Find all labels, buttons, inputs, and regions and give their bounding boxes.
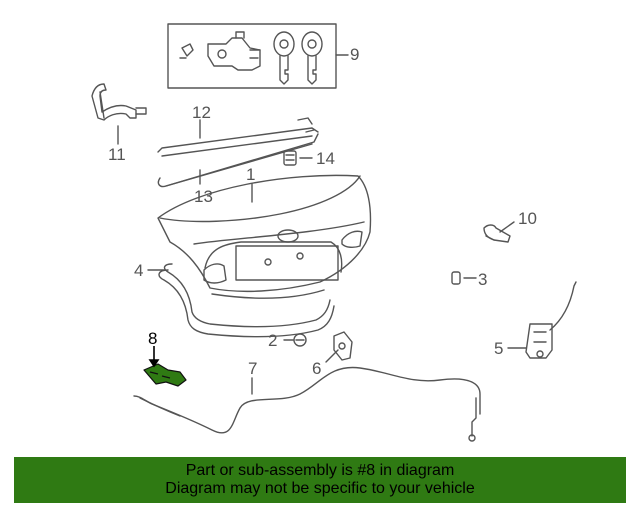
- callout-13: 13: [194, 187, 213, 206]
- callout-5: 5: [494, 339, 504, 358]
- callout-11: 11: [108, 145, 126, 164]
- callout-2: 2: [268, 331, 278, 350]
- trunk-lid: [157, 174, 372, 299]
- info-banner: Part or sub-assembly is #8 in diagram Di…: [14, 457, 626, 503]
- callout-8: 8: [148, 329, 158, 348]
- callout-6: 6: [312, 359, 322, 378]
- banner-line-2: Diagram may not be specific to your vehi…: [165, 480, 475, 497]
- torsion-bars: [157, 117, 319, 188]
- release-cable: [133, 366, 481, 442]
- lock-assembly: [525, 281, 577, 359]
- callout-9: 9: [350, 45, 360, 64]
- trunk-hinge: [91, 83, 147, 121]
- highlighted-part-8: [143, 363, 187, 387]
- weatherstrip: [158, 263, 335, 338]
- callout-14: 14: [316, 149, 335, 168]
- cushion-bumper: [293, 333, 307, 347]
- callout-3: 3: [478, 270, 488, 289]
- retainer-clip: [451, 271, 461, 285]
- license-lamp: [483, 224, 511, 243]
- callout-1: 1: [246, 165, 256, 184]
- parts-diagram: [91, 23, 577, 442]
- banner-line-1: Part or sub-assembly is #8 in diagram: [185, 462, 455, 479]
- callout-10: 10: [518, 209, 537, 228]
- part-8-pointer: [148, 346, 160, 368]
- lock-striker: [333, 331, 353, 361]
- callout-7: 7: [248, 359, 258, 378]
- bumper-stop: [283, 150, 297, 166]
- lock-and-key-set: [167, 23, 337, 89]
- callout-12: 12: [192, 103, 211, 122]
- callout-4: 4: [134, 261, 144, 280]
